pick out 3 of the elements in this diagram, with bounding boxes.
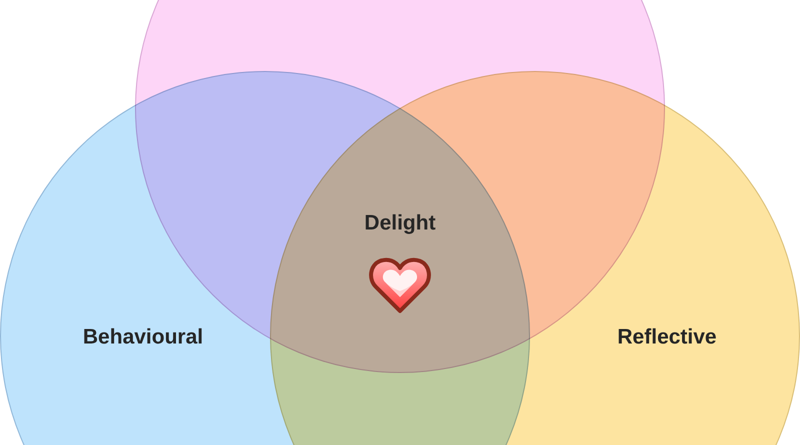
set-label: Behavioural (82, 324, 204, 350)
intersection-label: Delight (364, 210, 436, 236)
set-label: Reflective (617, 324, 717, 350)
